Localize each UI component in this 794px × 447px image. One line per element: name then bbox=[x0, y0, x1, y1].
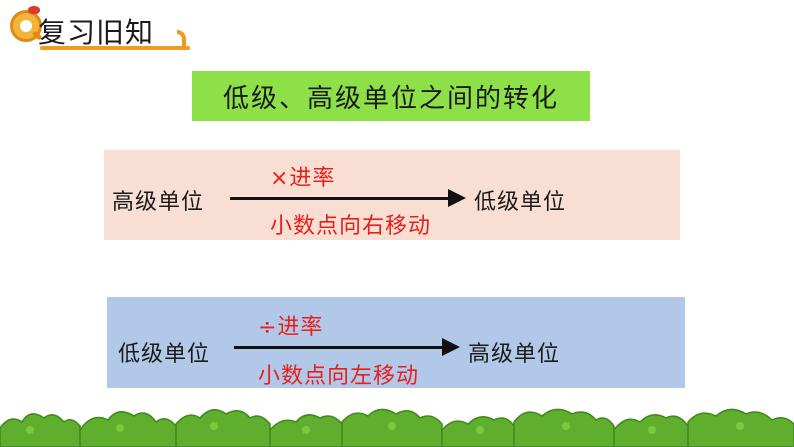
row1-rule: 小数点向右移动 bbox=[270, 214, 432, 239]
right-arrow-icon bbox=[448, 189, 466, 207]
header-underline bbox=[40, 46, 190, 50]
topic-label: 低级、高级单位之间的转化 bbox=[222, 83, 559, 114]
row2-operation: ÷进率 bbox=[258, 315, 324, 340]
topic-banner: 低级、高级单位之间的转化 bbox=[192, 71, 590, 121]
logo-inner bbox=[20, 20, 32, 32]
right-arrow-icon bbox=[442, 338, 460, 356]
page-title: 复习旧知 bbox=[38, 16, 155, 49]
logo-bow bbox=[28, 6, 40, 14]
header: 复习旧知 bbox=[0, 6, 190, 50]
grass-decoration bbox=[0, 408, 794, 447]
row2-rule: 小数点向左移动 bbox=[258, 364, 420, 389]
row1-from-unit: 高级单位 bbox=[112, 190, 205, 215]
row1-to-unit: 低级单位 bbox=[474, 190, 567, 215]
row2-arrow-shaft bbox=[234, 346, 444, 349]
logo-icon bbox=[10, 6, 43, 42]
row1-operation: ×进率 bbox=[270, 166, 336, 191]
row1-arrow-shaft bbox=[230, 197, 450, 200]
row2-from-unit: 低级单位 bbox=[118, 342, 211, 367]
row2-to-unit: 高级单位 bbox=[468, 342, 561, 367]
conversion-panel-low-to-high bbox=[107, 297, 685, 388]
header-underline-end bbox=[177, 30, 186, 50]
conversion-panel-high-to-low bbox=[104, 150, 680, 240]
